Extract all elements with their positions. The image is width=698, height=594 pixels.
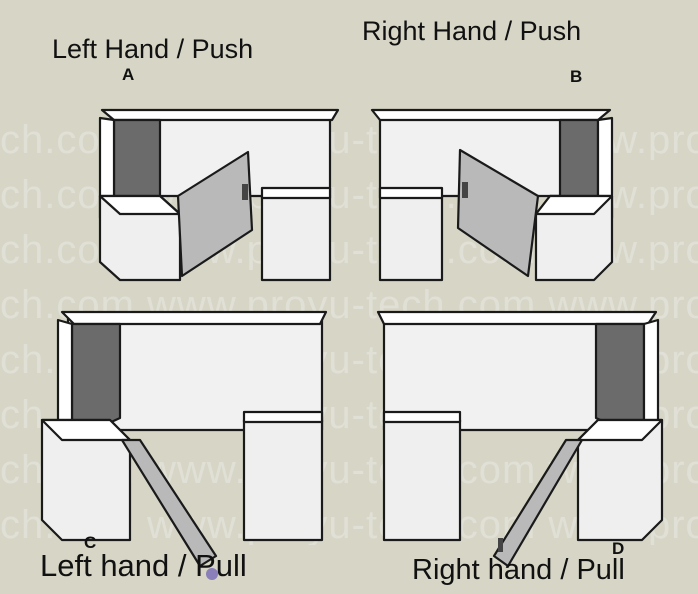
label-letter-a: A bbox=[122, 66, 134, 83]
title-left-hand-pull: Left hand / Pull bbox=[40, 550, 247, 581]
enclosure-d bbox=[378, 312, 662, 566]
label-letter-b: B bbox=[570, 68, 582, 85]
title-right-hand-pull: Right hand / Pull bbox=[412, 556, 625, 585]
enclosure-b bbox=[372, 110, 612, 280]
enclosure-a bbox=[100, 110, 338, 280]
title-right-hand-push: Right Hand / Push bbox=[362, 18, 581, 45]
title-left-hand-push: Left Hand / Push bbox=[52, 36, 253, 63]
